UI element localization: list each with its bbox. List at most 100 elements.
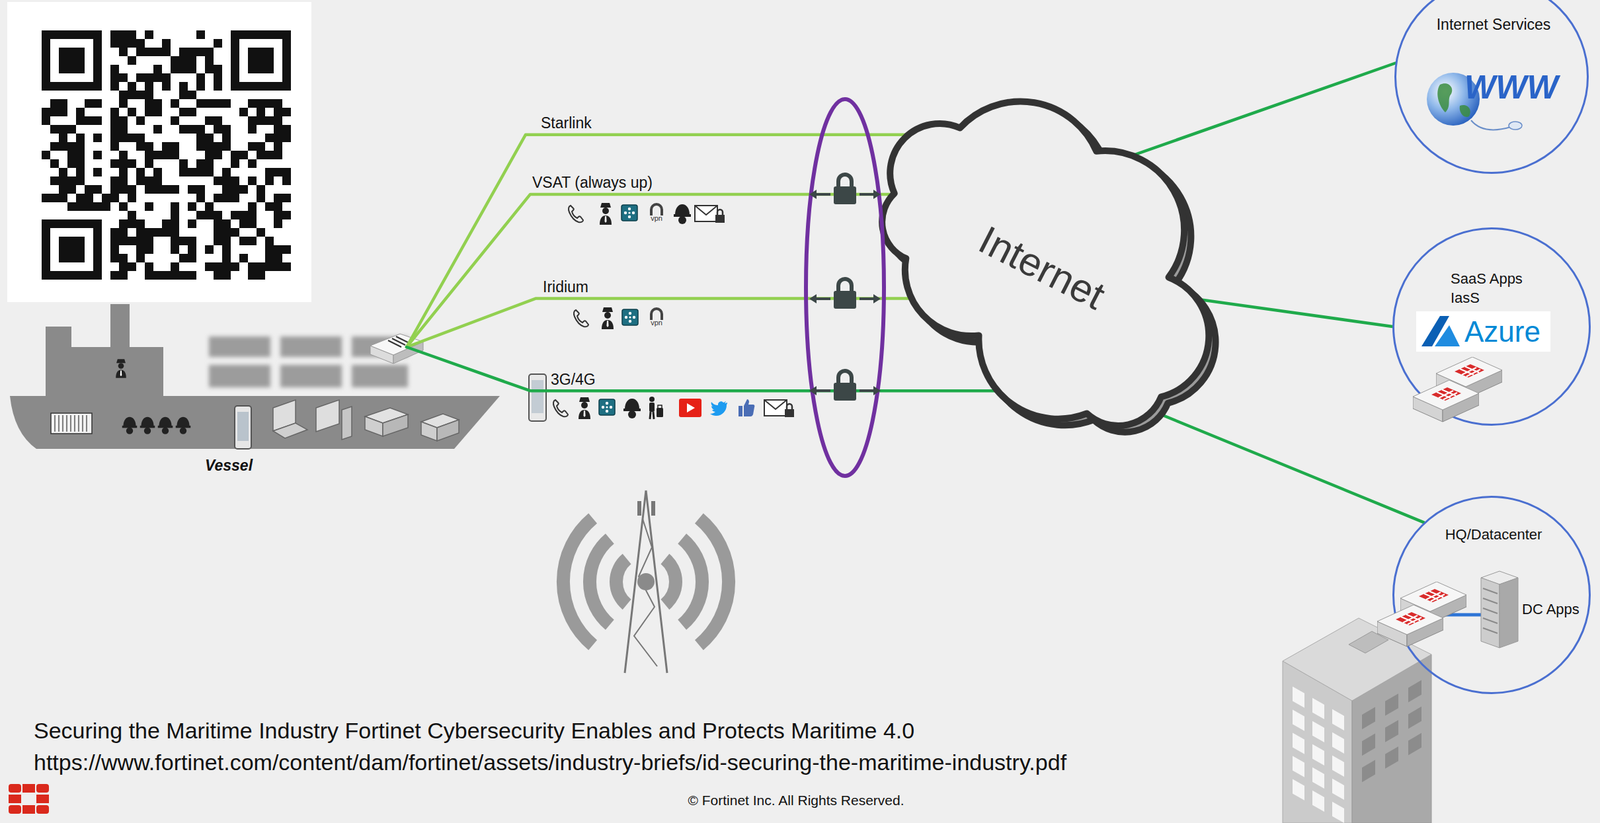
ship-funnel [110, 304, 130, 348]
tunnel-arrow-head [809, 189, 817, 200]
encryption-ring [805, 99, 884, 477]
tower-hub [637, 573, 655, 591]
vpn-tag: vpn [650, 214, 663, 223]
container [280, 364, 342, 388]
logo-block [36, 784, 49, 793]
container [208, 364, 271, 388]
secure-mail-icon [764, 400, 795, 418]
fax-side [437, 419, 459, 441]
window [1292, 733, 1305, 755]
vessel-label: Vessel [204, 456, 253, 475]
server-side [1499, 577, 1519, 648]
building-windows [1292, 686, 1345, 823]
window [1312, 698, 1325, 720]
window [1361, 760, 1376, 783]
link-line [1142, 407, 1425, 523]
phone-screen [237, 411, 249, 441]
pc-tower [341, 406, 352, 440]
cloud-group [821, 29, 1286, 489]
officer-icon [601, 307, 614, 330]
window [1332, 801, 1345, 823]
window [1408, 680, 1422, 703]
link-label: VSAT (always up) [532, 173, 653, 192]
officer-icon [599, 202, 612, 225]
window [1292, 686, 1305, 709]
mobile-screen [531, 380, 544, 414]
lock-body [833, 186, 857, 205]
video-icon [679, 398, 702, 418]
lock-body [833, 382, 857, 401]
logo-block [8, 794, 22, 804]
laptop-base [273, 423, 308, 439]
vpn-icon [651, 204, 662, 216]
app-icon [621, 204, 638, 221]
window [1292, 710, 1305, 732]
window [1361, 733, 1376, 757]
lock-body [833, 290, 857, 309]
ship-tower [45, 326, 72, 348]
qr-code [41, 30, 291, 280]
circle-title: Internet Services [1436, 15, 1552, 34]
tunnel-arrow [815, 193, 875, 196]
tunnel-arrow-head [873, 386, 881, 396]
link-label: Starlink [540, 114, 592, 132]
server-front [1480, 577, 1500, 648]
cell-tower [563, 518, 729, 646]
tunnel-arrow-head [809, 294, 817, 304]
radio-wave [682, 538, 703, 625]
link-label: 3G/4G [550, 370, 596, 389]
circle-subtitle: IasS [1450, 289, 1480, 307]
source-url: https://www.fortinet.com/content/dam/for… [33, 749, 1067, 776]
voice-icon [573, 310, 589, 327]
link-line [406, 298, 949, 348]
copyright: © Fortinet Inc. All Rights Reserved. [687, 792, 904, 809]
secure-tunnel [809, 174, 881, 401]
window [1332, 732, 1345, 754]
vpn-icon [651, 308, 662, 320]
app-icon [599, 399, 615, 416]
radio-wave [665, 559, 676, 605]
logo-block [36, 794, 49, 804]
logo-block [22, 805, 36, 814]
qr-background [7, 1, 312, 303]
crew-helmet [175, 417, 192, 435]
fax-front [421, 421, 438, 441]
window [1312, 721, 1325, 743]
window [1408, 733, 1422, 756]
app-icon [622, 309, 639, 326]
logo-block [8, 805, 22, 814]
window [1292, 756, 1305, 778]
radio-wave [616, 559, 627, 605]
vpn-tag: vpn [650, 318, 663, 328]
app-label: DC Apps [1521, 600, 1580, 618]
window [1385, 746, 1399, 769]
window [1292, 779, 1305, 801]
crew-helmet [122, 417, 138, 435]
ship-superstructure [45, 347, 164, 397]
building-windows [1361, 680, 1422, 783]
fortinet-logo [8, 784, 49, 814]
voice-icon [553, 400, 568, 417]
printer-side [382, 414, 408, 437]
like-icon [738, 399, 755, 417]
logo-block [8, 784, 22, 793]
tunnel-arrow-head [809, 386, 817, 396]
container [351, 364, 408, 388]
tunnel-arrow [815, 297, 875, 301]
pc-monitor [316, 400, 340, 432]
crew-icon [623, 398, 641, 419]
secure-mail-icon [694, 205, 725, 223]
radio-wave [698, 518, 729, 646]
internet-cloud: Internet [876, 105, 1208, 430]
firewall-appliance [1412, 380, 1480, 422]
printer-front [364, 416, 383, 437]
lock-shackle [838, 174, 852, 187]
traveler-icon [649, 396, 664, 420]
window [1385, 720, 1399, 743]
www-logo-text: WWW [1464, 68, 1559, 108]
caption: Securing the Maritime Industry Fortinet … [33, 718, 915, 744]
firewall-appliance [1377, 604, 1444, 647]
